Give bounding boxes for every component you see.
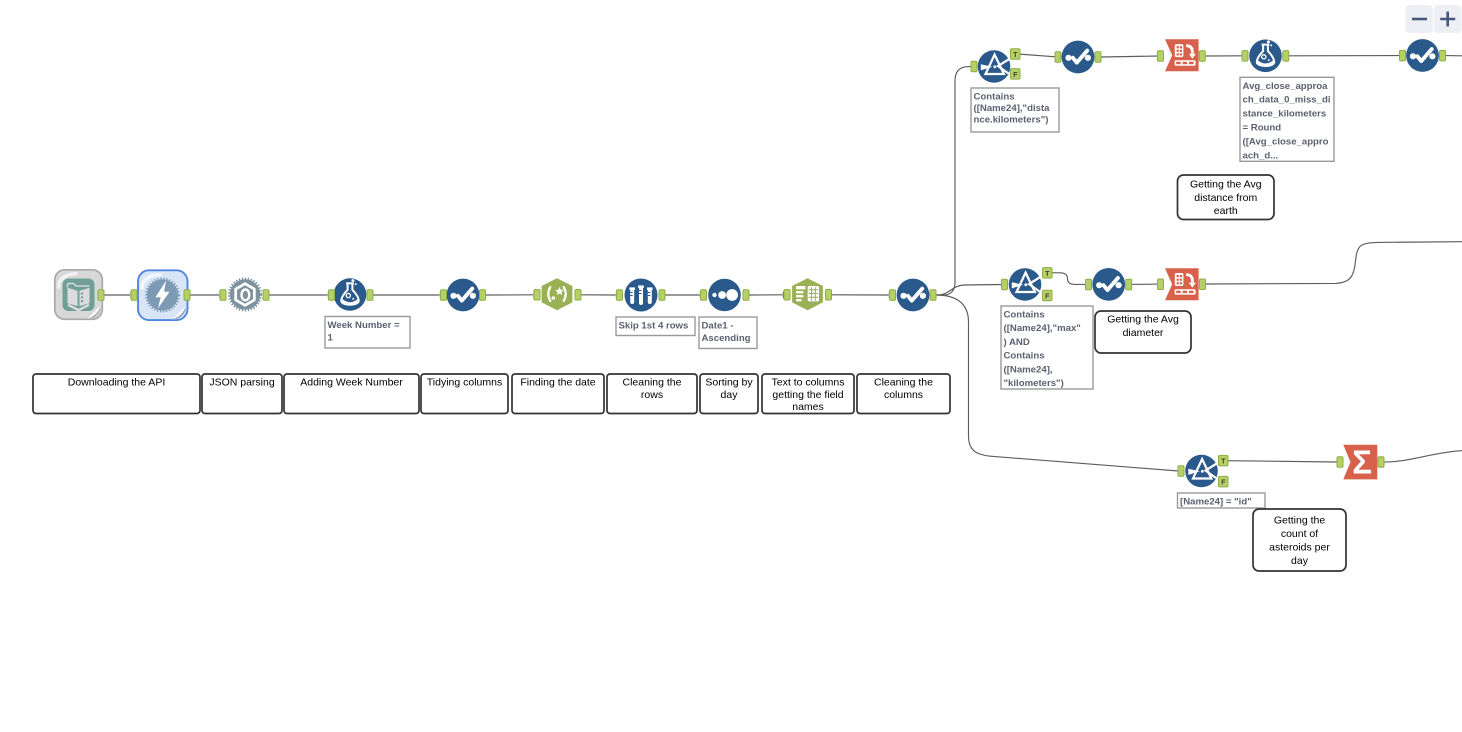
svg-text:Adding Week Number: Adding Week Number: [300, 377, 403, 389]
svg-text:Skip 1st 4 rows: Skip 1st 4 rows: [619, 321, 689, 332]
svg-text:F: F: [1045, 291, 1050, 300]
svg-text:F: F: [1013, 70, 1018, 79]
svg-text:Downloading the API: Downloading the API: [68, 377, 165, 389]
svg-text:Finding the date: Finding the date: [520, 377, 595, 389]
svg-text:Tidying columns: Tidying columns: [427, 377, 502, 389]
svg-text:T: T: [1013, 50, 1018, 59]
svg-text:T: T: [1045, 269, 1050, 278]
svg-text:F: F: [1221, 478, 1226, 487]
svg-text:T: T: [1221, 457, 1226, 466]
svg-text:Date1 -Ascending: Date1 -Ascending: [702, 321, 751, 344]
svg-text:JSON parsing: JSON parsing: [209, 377, 275, 389]
svg-text:Week Number =1: Week Number =1: [328, 320, 400, 343]
svg-text:[Name24] = "id": [Name24] = "id": [1180, 497, 1252, 508]
svg-text:Contains([Name24],"distance.ki: Contains([Name24],"distance.kilometers"): [974, 92, 1051, 126]
